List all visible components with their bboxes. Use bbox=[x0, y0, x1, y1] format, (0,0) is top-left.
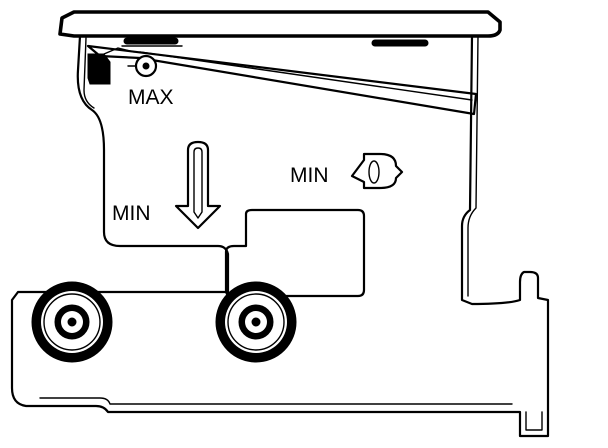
frame-bottom-inner-edge bbox=[39, 397, 513, 405]
frame-left-inner-edge bbox=[83, 37, 95, 109]
left-roller-wheel-icon bbox=[31, 281, 113, 363]
max-label: MAX bbox=[128, 86, 174, 109]
lever-bracket bbox=[87, 53, 111, 85]
bottom-right-tab-detail bbox=[525, 411, 543, 431]
upper-cutout-window bbox=[224, 208, 366, 298]
min-vertical-label: MIN bbox=[112, 202, 151, 225]
vertical-slot-arrow-icon bbox=[174, 140, 222, 230]
min-horizontal-label: MIN bbox=[290, 164, 329, 187]
top-cover-plate bbox=[58, 10, 502, 38]
frame-right-inner-edge bbox=[467, 35, 479, 297]
max-screw-icon bbox=[127, 54, 158, 78]
top-slot-left bbox=[123, 37, 179, 45]
lever-bar-inner-line bbox=[139, 51, 473, 101]
horizontal-slot-arrow-icon bbox=[350, 152, 404, 190]
right-roller-wheel-icon bbox=[215, 281, 297, 363]
main-frame bbox=[10, 34, 550, 438]
top-slot-right bbox=[371, 39, 429, 47]
lever-bracket-arm bbox=[103, 47, 135, 55]
